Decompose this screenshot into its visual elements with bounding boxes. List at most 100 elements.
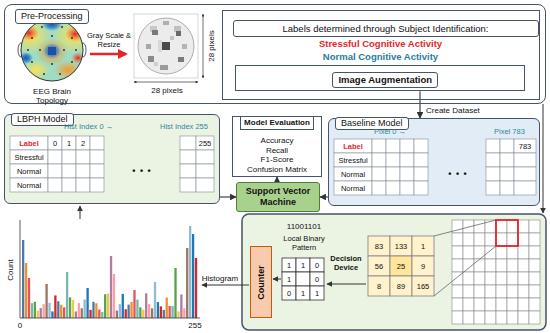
window-highlight bbox=[496, 220, 518, 246]
index-label: Pixel 783 bbox=[494, 126, 538, 136]
svg-circle bbox=[27, 49, 29, 51]
matrix-value: 56 bbox=[368, 256, 390, 276]
table-cell-box bbox=[90, 178, 104, 192]
table-cell-box bbox=[372, 139, 386, 153]
histogram-bar bbox=[113, 274, 115, 318]
grid-cell bbox=[452, 259, 463, 272]
table-cell-box bbox=[196, 178, 214, 192]
matrix-value: 83 bbox=[368, 236, 390, 256]
panel-box: Pre-ProcessingLabels determined through … bbox=[4, 4, 546, 104]
matrix-value: 0 bbox=[310, 258, 324, 272]
histogram-bar bbox=[43, 304, 45, 318]
histogram-bar bbox=[139, 307, 141, 318]
pixel-cell bbox=[368, 236, 390, 256]
image-grid bbox=[452, 220, 540, 324]
index-label: Hist Index 255 bbox=[160, 121, 216, 131]
histogram-bar bbox=[151, 308, 153, 318]
table-cell-box bbox=[372, 153, 386, 167]
grid-cell bbox=[485, 285, 496, 298]
svg-rect bbox=[170, 36, 174, 40]
matrix-value: 1 bbox=[296, 258, 310, 272]
grid-cell bbox=[463, 285, 474, 298]
table-cell-box bbox=[500, 167, 514, 181]
histogram-bar bbox=[25, 263, 27, 318]
grid-cell bbox=[507, 233, 518, 246]
svg-circle bbox=[71, 61, 73, 63]
table-cell: Normal bbox=[334, 181, 372, 195]
binary-cell bbox=[310, 286, 324, 300]
svg-ellipse bbox=[43, 43, 61, 59]
histogram-bar bbox=[142, 310, 144, 318]
table-cell-box bbox=[62, 150, 76, 164]
grid-cell bbox=[529, 220, 540, 233]
svg-circle bbox=[71, 37, 73, 39]
table-cell-box bbox=[386, 167, 400, 181]
grid-cell bbox=[474, 233, 485, 246]
svg-rect bbox=[178, 57, 184, 62]
grid-cell bbox=[452, 233, 463, 246]
table-cell-box bbox=[514, 167, 536, 181]
svg-circle bbox=[63, 49, 65, 51]
svg-g bbox=[8, 17, 96, 80]
grid-cell bbox=[518, 233, 529, 246]
histogram-bar bbox=[186, 248, 188, 318]
grid-cell bbox=[529, 311, 540, 324]
histogram-bar bbox=[34, 302, 36, 318]
node-title: Pre-Processing bbox=[15, 9, 89, 24]
histogram-bar bbox=[45, 284, 47, 318]
matrix-value: 9 bbox=[412, 256, 434, 276]
table-cell-box bbox=[10, 178, 48, 192]
grid-cell bbox=[529, 272, 540, 285]
matrix-value: 133 bbox=[390, 236, 412, 256]
table-cell-box bbox=[386, 139, 400, 153]
grid-cell bbox=[518, 246, 529, 259]
table-cell-box bbox=[48, 164, 62, 178]
grid-cell bbox=[496, 220, 507, 233]
index-label: Hist Index 0 → bbox=[64, 121, 124, 131]
table-header: Label bbox=[334, 139, 372, 153]
pixel-cell bbox=[368, 276, 390, 296]
table-cell-box bbox=[334, 139, 372, 153]
binary-cell bbox=[296, 286, 310, 300]
table-cell-box bbox=[10, 164, 48, 178]
grid-cell bbox=[507, 298, 518, 311]
grid-cell bbox=[529, 298, 540, 311]
table-header: Label bbox=[10, 136, 48, 150]
grid-cell bbox=[507, 285, 518, 298]
matrix-value: 1 bbox=[412, 236, 434, 256]
svg-g bbox=[27, 26, 77, 75]
histogram-bar bbox=[72, 300, 74, 318]
table-cell-box bbox=[514, 139, 536, 153]
grid-cell bbox=[474, 311, 485, 324]
grid-cell bbox=[518, 220, 529, 233]
grid-cell bbox=[452, 311, 463, 324]
histogram-bar bbox=[101, 312, 103, 318]
matrix-value: 89 bbox=[390, 276, 412, 296]
histogram-bar bbox=[95, 303, 97, 318]
pixel-cell bbox=[390, 276, 412, 296]
table-cell: Stressful bbox=[334, 153, 372, 167]
table-cell-box bbox=[514, 181, 536, 195]
grid-cell bbox=[474, 246, 485, 259]
axis-line bbox=[20, 220, 21, 318]
histogram-bar bbox=[195, 258, 197, 318]
node-text: F1-Score bbox=[233, 155, 321, 165]
histogram-bar bbox=[89, 310, 91, 318]
histogram-bar bbox=[183, 308, 185, 318]
table-cell: 0 bbox=[48, 136, 62, 150]
table-cell: Normal bbox=[10, 178, 48, 192]
svg-rect bbox=[182, 44, 187, 49]
table-cell-box bbox=[62, 136, 76, 150]
flow-connector bbox=[220, 196, 236, 197]
histogram-bar bbox=[110, 256, 112, 318]
grid-cell bbox=[463, 220, 474, 233]
histogram-bar bbox=[84, 300, 86, 318]
table-cell: 255 bbox=[196, 136, 214, 150]
grid-cell bbox=[496, 272, 507, 285]
panel-fill bbox=[5, 115, 220, 204]
grid-cell bbox=[529, 233, 540, 246]
table-cell-box bbox=[400, 139, 414, 153]
table-cell-box bbox=[76, 164, 90, 178]
histogram-bar bbox=[54, 295, 56, 318]
table-cell-box bbox=[180, 150, 196, 164]
